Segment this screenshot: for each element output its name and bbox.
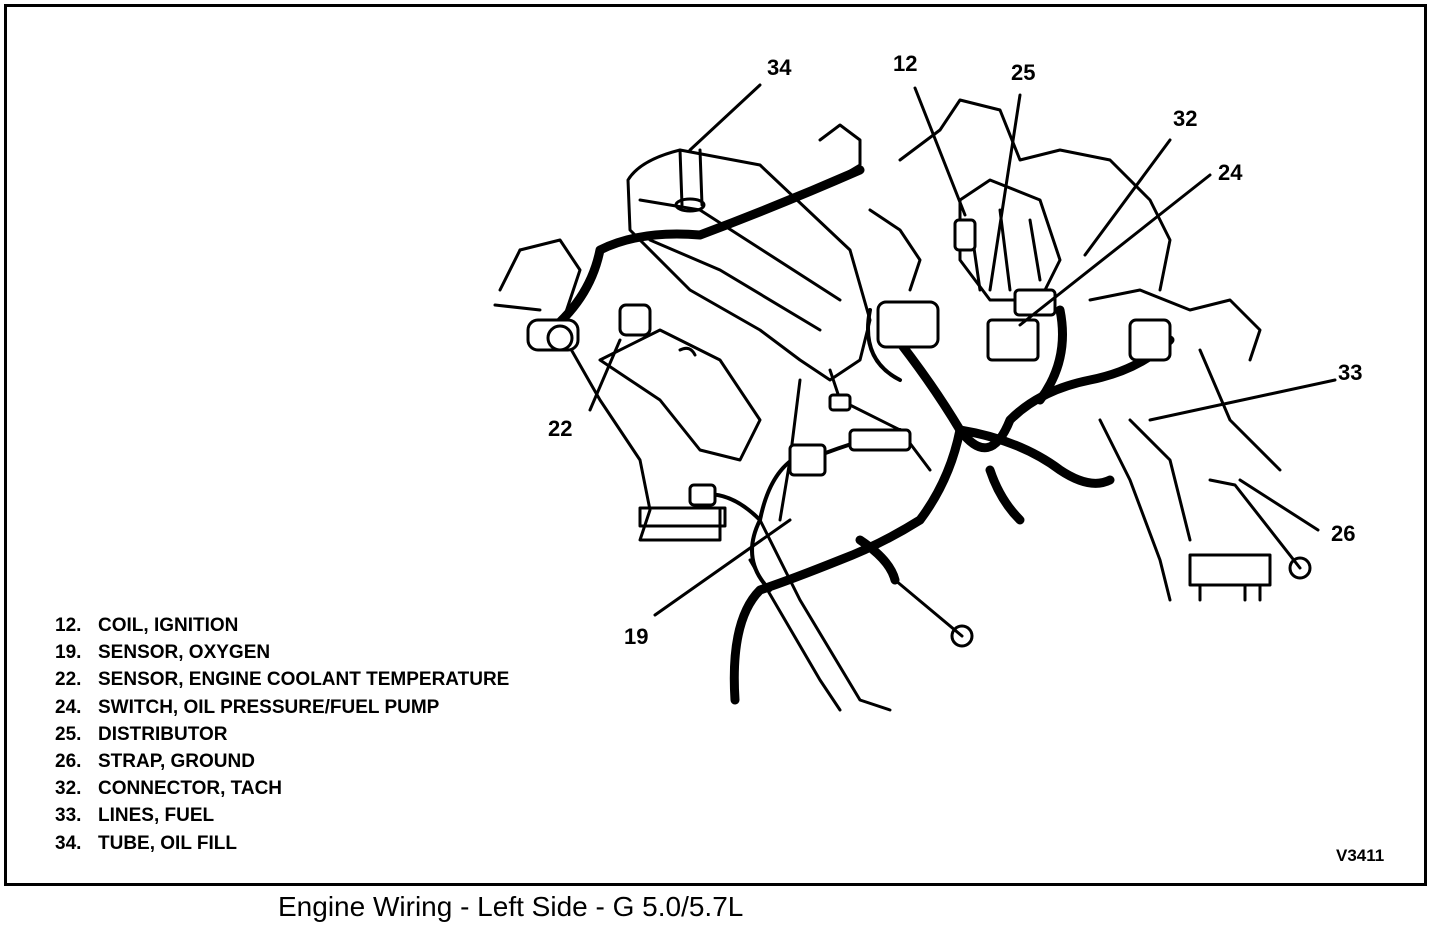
legend-item: 32.CONNECTOR, TACH bbox=[55, 778, 283, 800]
callout-34: 34 bbox=[767, 55, 792, 80]
legend-item: 19.SENSOR, OXYGEN bbox=[55, 642, 271, 664]
legend-item: 12.COIL, IGNITION bbox=[55, 615, 239, 636]
components bbox=[526, 218, 1172, 507]
parts-legend: 12.COIL, IGNITION 19.SENSOR, OXYGEN 22.S… bbox=[55, 612, 509, 857]
callout-33: 33 bbox=[1338, 360, 1363, 385]
legend-item: 33.LINES, FUEL bbox=[55, 805, 215, 827]
callout-12: 12 bbox=[893, 51, 918, 76]
engine-block bbox=[493, 238, 1272, 712]
valve-cover bbox=[626, 148, 872, 382]
figure-id: V3411 bbox=[1336, 846, 1385, 865]
legend-item: 34.TUBE, OIL FILL bbox=[55, 832, 237, 854]
callout-19: 19 bbox=[624, 624, 649, 649]
legend-item: 22.SENSOR, ENGINE COOLANT TEMPERATURE bbox=[55, 669, 510, 691]
callout-22: 22 bbox=[548, 416, 573, 441]
legend-item: 26.STRAP, GROUND bbox=[55, 751, 255, 773]
legend-item: 24.SWITCH, OIL PRESSURE/FUEL PUMP bbox=[55, 696, 440, 718]
diagram-caption: Engine Wiring - Left Side - G 5.0/5.7L bbox=[278, 891, 744, 922]
leader-lines bbox=[588, 83, 1337, 617]
diagram-frame bbox=[4, 4, 1427, 886]
legend-item: 25.DISTRIBUTOR bbox=[55, 723, 228, 745]
callout-25: 25 bbox=[1011, 60, 1036, 85]
callout-24: 24 bbox=[1218, 160, 1243, 185]
callout-32: 32 bbox=[1173, 106, 1198, 131]
wiring-harness bbox=[540, 165, 1175, 705]
callout-26: 26 bbox=[1331, 521, 1356, 546]
